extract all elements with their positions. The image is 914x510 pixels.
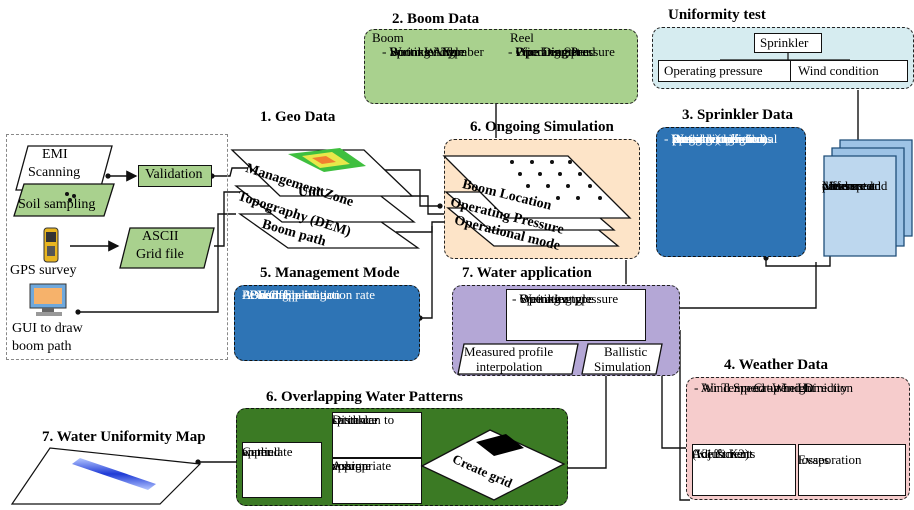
sprinkler-data-item: (k and x): [672, 131, 719, 146]
computer-icon: [29, 283, 67, 316]
simulation-label: Simulation: [594, 359, 652, 374]
reel-col-head: Reel: [510, 30, 534, 45]
sprinkler-label: Sprinkler: [760, 35, 809, 50]
uniformity-map-image: [10, 447, 202, 505]
reel-item: - Winding Speed: [508, 44, 596, 59]
assign-box: [332, 458, 422, 504]
reel-item: - Operating Pressure: [508, 44, 615, 59]
validation-box: [138, 165, 212, 187]
cumulate-line: applied: [242, 444, 281, 459]
input-sources-area: [6, 134, 228, 360]
measured-profile-label: Measured profile: [464, 344, 554, 359]
uniformity-map-title: 7. Water Uniformity Map: [42, 429, 206, 445]
sprinkler-data-item: - Wetting angle: [664, 131, 744, 146]
weather-item: - Air Temperature - Humidity: [694, 380, 848, 395]
assign-line: appropriate: [332, 458, 392, 473]
measured-line: pressure and: [822, 178, 888, 193]
water-app-item: - Wetting angle: [512, 291, 592, 306]
validation-label: Validation: [145, 167, 203, 182]
geo-data-title: 1. Geo Data: [260, 109, 336, 125]
adjustment-line: (K1 & K2): [692, 446, 750, 461]
adjustment-box: [692, 444, 796, 496]
cumulate-line: water: [242, 444, 271, 459]
distance-line: Distance: [332, 412, 378, 427]
boom-path-input-label: boom path: [12, 339, 72, 354]
water-app-method-shapes: [457, 343, 663, 375]
sprinkler-data-title: 3. Sprinkler Data: [682, 107, 793, 123]
reel-item: - Pipe Length: [508, 44, 579, 59]
cumulate-box: [242, 442, 322, 498]
boom-col-head: Boom: [372, 30, 404, 45]
ascii-label: ASCII: [142, 229, 179, 244]
overlap-title: 6. Overlapping Water Patterns: [266, 389, 463, 405]
ballistic-label: Ballistic: [604, 344, 648, 359]
distance-box: [332, 412, 422, 458]
mode-item: A: Full application: [242, 287, 341, 302]
soil-sampling-label: Soil sampling: [18, 197, 96, 212]
boom-data-title: 2. Boom Data: [392, 11, 480, 27]
wind-condition-label: Wind condition: [798, 63, 879, 78]
measured-line: different: [822, 178, 867, 193]
sprinkler-data-item: - Water distribution: [664, 131, 766, 146]
soil-sampling-shape: [13, 183, 115, 217]
mode-item: B: Variable irrigation rate: [242, 287, 375, 302]
geo-layer-stack: [230, 148, 421, 249]
boom-item: - Sprinkler Type: [382, 44, 467, 59]
measured-line: patterns at: [822, 178, 876, 193]
evaporation-line: losses: [798, 452, 830, 467]
reel-item: - Pipe Diameter: [508, 44, 591, 59]
create-grid-shape: [420, 429, 566, 501]
evaporation-line: Evaporation: [798, 452, 862, 467]
sprinkler-data-item: patterns (no wind): [672, 131, 768, 146]
operating-pressure-label: Operating pressure: [664, 63, 763, 78]
adjustment-line: Coefficients: [692, 446, 756, 461]
scanning-label: Scanning: [28, 165, 81, 180]
mode-item: - Pulsing: [242, 287, 289, 302]
management-mode-title: 5. Management Mode: [260, 265, 400, 281]
uniformity-test-title: Uniformity test: [668, 7, 766, 23]
gps-survey-label: GPS survey: [10, 263, 77, 278]
water-app-item: - Operating pressure: [512, 291, 619, 306]
evaporation-box: [798, 444, 906, 496]
measured-line: Measured: [822, 178, 874, 193]
gps-device-icon: [43, 227, 59, 263]
emi-label: EMI: [42, 147, 68, 162]
weather-data-title: 4. Weather Data: [724, 357, 829, 373]
grid-file-label: Grid file: [136, 247, 184, 262]
gui-draw-label: GUI to draw: [12, 321, 83, 336]
distance-line: catch can to: [332, 412, 395, 427]
assign-line: volume: [332, 458, 371, 473]
boom-item: - Sprinkler Number: [382, 44, 484, 59]
mode-item: - Boom Speed: [242, 287, 317, 302]
weather-item: - Wind Speed -Wind Direction: [694, 380, 854, 395]
measured-line: wind speed: [822, 178, 881, 193]
ascii-grid-shape: [119, 227, 215, 269]
mode-item: - On/Off: [242, 287, 287, 302]
boom-item: - Boom Width: [382, 44, 457, 59]
measured-patterns-stack: [823, 139, 913, 257]
cumulate-line: Cumulate: [242, 444, 293, 459]
water-app-params-box: [506, 289, 646, 341]
uniformity-connector: [720, 52, 850, 61]
sprinkler-data-item: - Pressure operational: [664, 131, 778, 146]
water-app-item: - Sprinkler type: [512, 291, 594, 306]
management-mode-box: [234, 285, 420, 361]
ongoing-layer-stack: [442, 155, 632, 247]
sprinkler-data-item: - Design coefficients: [664, 131, 773, 146]
boom-item: - Wetting Angle: [382, 44, 465, 59]
adjustment-line: Adjustment: [692, 446, 753, 461]
water-application-title: 7. Water application: [462, 265, 592, 281]
distance-line: sprinkler: [332, 412, 379, 427]
unit-label: Unit: [298, 185, 325, 200]
sprinkler-data-item: - Sprinkler height: [664, 131, 756, 146]
interpolation-label: interpolation: [476, 359, 543, 374]
assign-line: Assign: [332, 458, 369, 473]
ongoing-simulation-title: 6. Ongoing Simulation: [470, 119, 614, 135]
weather-item: - Crop height: [746, 380, 816, 395]
sprinkler-data-item: range: [672, 131, 701, 146]
boom-data-box: [364, 29, 638, 104]
sprinkler-data-box: [656, 127, 806, 257]
